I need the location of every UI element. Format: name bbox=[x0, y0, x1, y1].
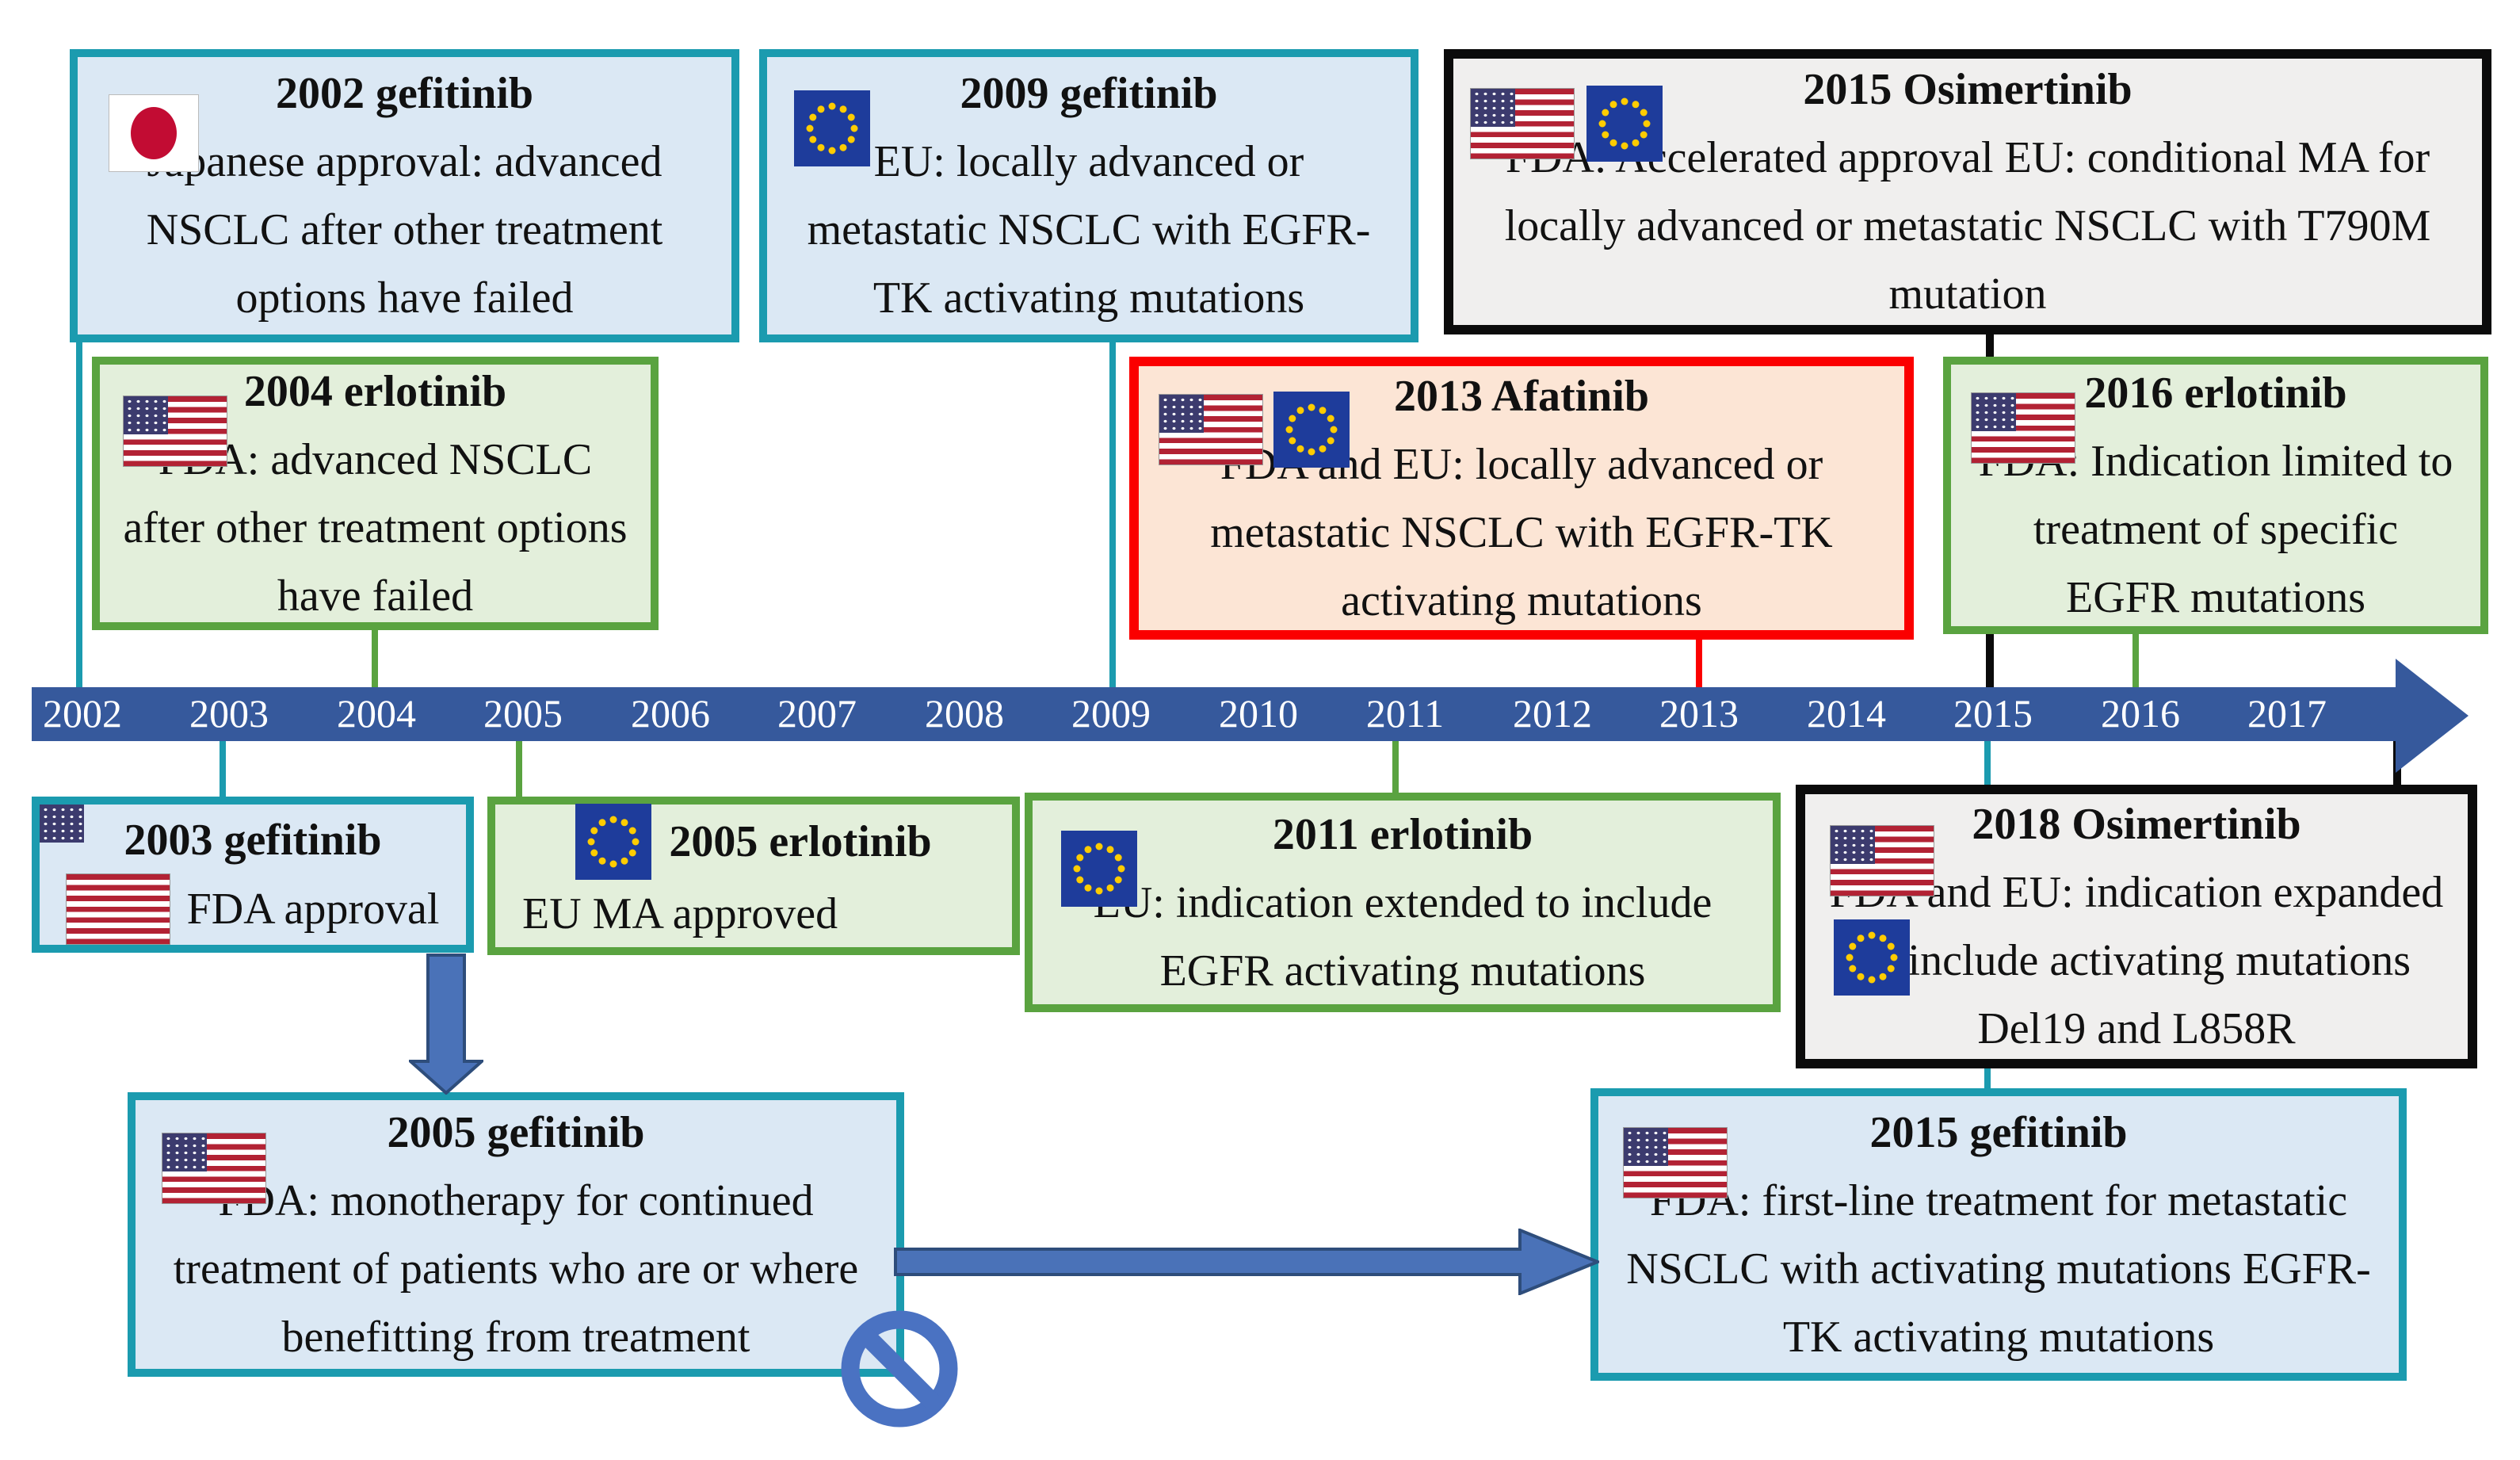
timeline-bar bbox=[32, 687, 2396, 741]
prohibition-icon bbox=[841, 1310, 958, 1428]
eu-flag-icon bbox=[1273, 392, 1350, 468]
box-body: FDA: Indication limited to treatment of … bbox=[1978, 437, 2453, 622]
year-label: 2010 bbox=[1219, 691, 1298, 736]
box-body: EU: indication extended to include EGFR … bbox=[1093, 877, 1712, 996]
year-label: 2002 bbox=[43, 691, 122, 736]
year-label: 2011 bbox=[1365, 691, 1445, 736]
connector-2011 bbox=[1392, 740, 1399, 794]
us-flag-icon bbox=[124, 396, 227, 466]
box-body: EU MA approved bbox=[522, 889, 838, 938]
year-label: 2007 bbox=[777, 691, 857, 736]
event-box-2004-erlotinib: 2004 erlotinib FDA: advanced NSCLC after… bbox=[92, 357, 659, 630]
year-label: 2014 bbox=[1807, 691, 1886, 736]
us-canton-icon bbox=[1972, 393, 2016, 431]
event-box-2015-osimertinib: 2015 Osimertinib FDA: Accelerated approv… bbox=[1444, 49, 2491, 334]
box-body: FDA and EU: locally advanced or metastat… bbox=[1210, 439, 1833, 625]
us-canton-icon bbox=[1624, 1128, 1668, 1166]
year-label: 2009 bbox=[1071, 691, 1151, 736]
us-flag-icon bbox=[40, 805, 170, 944]
box-body: FDA approval bbox=[186, 884, 440, 934]
box-title: 2005 erlotinib bbox=[669, 817, 932, 866]
year-label: 2006 bbox=[631, 691, 710, 736]
box-title: 2002 gefitinib bbox=[275, 69, 534, 118]
event-box-2005-gefitinib: 2005 gefitinib FDA: monotherapy for cont… bbox=[128, 1092, 904, 1377]
year-label: 2016 bbox=[2101, 691, 2180, 736]
right-flow-arrow-icon bbox=[894, 1229, 1599, 1295]
event-box-2015-gefitinib: 2015 gefitinib FDA: first-line treatment… bbox=[1590, 1088, 2407, 1381]
box-title: 2003 gefitinib bbox=[124, 815, 382, 865]
event-box-2011-erlotinib: 2011 erlotinib EU: indication extended t… bbox=[1025, 793, 1781, 1012]
us-canton-icon bbox=[40, 805, 84, 843]
box-title: 2005 gefitinib bbox=[387, 1107, 645, 1157]
box-body: FDA: advanced NSCLC after other treatmen… bbox=[123, 434, 628, 621]
eu-flag-icon bbox=[575, 804, 652, 880]
us-canton-icon bbox=[1159, 395, 1204, 433]
box-title: 2016 erlotinib bbox=[2084, 369, 2347, 418]
box-title: 2004 erlotinib bbox=[243, 366, 507, 416]
event-box-2018-osimertinib: 2018 Osimertinib FDA and EU: indication … bbox=[1796, 785, 2477, 1068]
year-label: 2003 bbox=[189, 691, 269, 736]
box-title: 2009 gefitinib bbox=[960, 69, 1218, 118]
year-label: 2012 bbox=[1513, 691, 1592, 736]
connector-2009 bbox=[1109, 341, 1116, 688]
box-title: 2015 gefitinib bbox=[1869, 1107, 2128, 1157]
event-box-2013-afatinib: 2013 Afatinib FDA and EU: locally advanc… bbox=[1129, 357, 1914, 640]
year-label: 2008 bbox=[925, 691, 1004, 736]
year-label: 2013 bbox=[1659, 691, 1739, 736]
box-body: Japanese approval: advanced NSCLC after … bbox=[146, 137, 663, 323]
us-flag-icon bbox=[1972, 393, 2075, 463]
event-box-2002-gefitinib: 2002 gefitinib Japanese approval: advanc… bbox=[70, 49, 739, 342]
us-canton-icon bbox=[1831, 826, 1875, 864]
us-flag-icon bbox=[1624, 1128, 1727, 1198]
box-body: FDA: first-line treatment for metastatic… bbox=[1626, 1175, 2371, 1362]
eu-flag-icon bbox=[794, 90, 870, 166]
connector-2013 bbox=[1696, 636, 1702, 689]
us-flag-icon bbox=[162, 1133, 265, 1203]
year-label: 2005 bbox=[483, 691, 563, 736]
event-box-2005-erlotinib: 2005 erlotinib EU MA approved bbox=[487, 797, 1020, 955]
timeline-arrowhead-icon bbox=[2396, 659, 2468, 773]
connector-2005 bbox=[516, 740, 522, 798]
connector-2003 bbox=[220, 740, 226, 798]
us-canton-icon bbox=[124, 396, 168, 434]
box-title: 2015 Osimertinib bbox=[1803, 65, 2132, 114]
box-body-row: FDA approval bbox=[40, 805, 445, 944]
us-canton-icon bbox=[1471, 89, 1515, 127]
box-body: EU: locally advanced or metastatic NSCLC… bbox=[807, 137, 1371, 323]
event-box-2016-erlotinib: 2016 erlotinib FDA: Indication limited t… bbox=[1943, 357, 2488, 634]
event-box-2009-gefitinib: 2009 gefitinib EU: locally advanced or m… bbox=[759, 49, 1418, 342]
year-label: 2015 bbox=[1953, 691, 2033, 736]
us-flag-icon bbox=[1471, 89, 1574, 159]
connector-2016 bbox=[2132, 631, 2139, 688]
box-title-row: 2005 erlotinib bbox=[516, 804, 991, 880]
box-title: 2011 erlotinib bbox=[1272, 809, 1533, 859]
year-label: 2004 bbox=[337, 691, 416, 736]
down-flow-arrow-icon bbox=[409, 954, 483, 1095]
us-flag-icon bbox=[1831, 826, 1934, 896]
connector-2002 bbox=[76, 341, 82, 688]
eu-flag-icon bbox=[1834, 919, 1910, 996]
year-label: 2017 bbox=[2247, 691, 2327, 736]
us-flag-icon bbox=[1159, 395, 1262, 464]
japan-sun-icon bbox=[131, 107, 177, 159]
us-canton-icon bbox=[162, 1133, 207, 1171]
box-body: FDA: monotherapy for continued treatment… bbox=[173, 1175, 859, 1362]
box-title: 2018 Osimertinib bbox=[1972, 800, 2301, 849]
box-title: 2013 Afatinib bbox=[1393, 371, 1650, 421]
event-box-2003-gefitinib: 2003 gefitinib FDA approval bbox=[32, 797, 474, 953]
connector-2004 bbox=[372, 629, 378, 689]
eu-flag-icon bbox=[1061, 831, 1137, 907]
japan-flag-icon bbox=[109, 95, 198, 171]
eu-flag-icon bbox=[1586, 86, 1663, 162]
box-body: FDA: Accelerated approval EU: conditiona… bbox=[1504, 133, 2431, 319]
